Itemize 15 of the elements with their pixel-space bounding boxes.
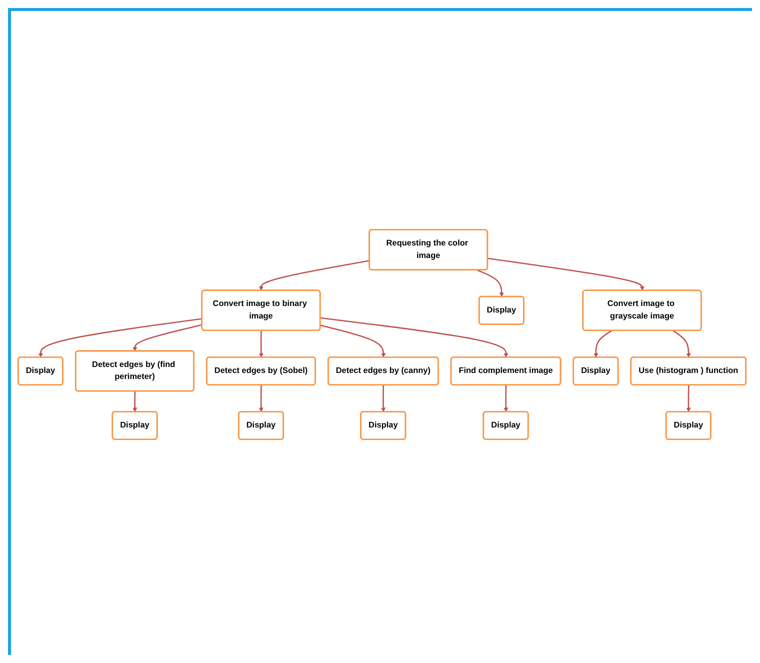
arrow (381, 385, 386, 412)
arrow (132, 391, 138, 412)
arrow (38, 318, 202, 358)
arrow (258, 385, 264, 412)
arrow (132, 324, 202, 352)
arrow (686, 385, 691, 412)
arrow (258, 260, 370, 291)
arrow (594, 330, 612, 358)
arrow (672, 330, 691, 358)
arrow (320, 317, 508, 358)
arrow (504, 385, 508, 412)
arrow (258, 330, 264, 358)
arrow (488, 258, 644, 291)
arrow (476, 269, 504, 297)
arrow (320, 324, 386, 358)
